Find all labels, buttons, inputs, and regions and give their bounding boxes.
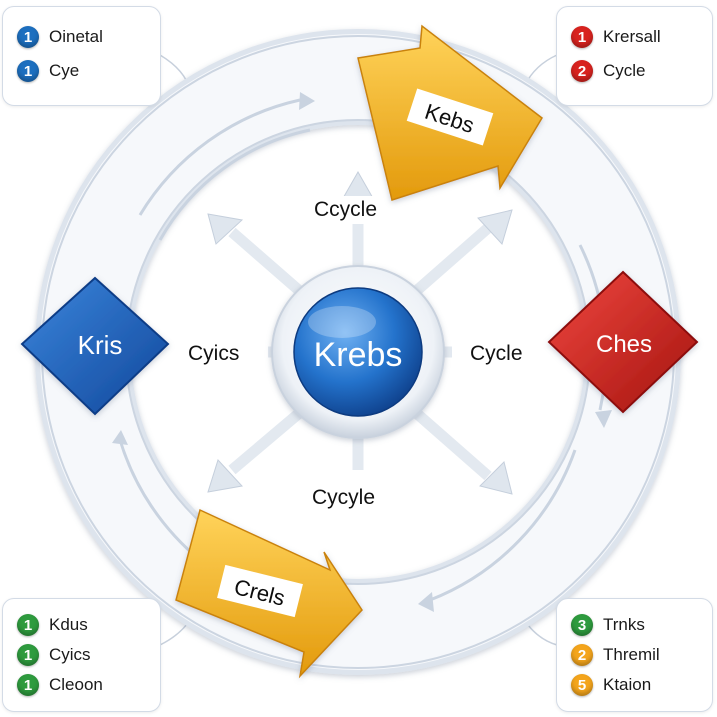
central-hub: Krebs [271, 265, 445, 439]
numbered-badge-icon: 5 [571, 674, 593, 696]
numbered-badge-icon: 1 [17, 644, 39, 666]
left-diamond-label: Kris [78, 330, 123, 360]
arrow-icon [479, 461, 513, 495]
legend-bottom-right: 3 Trnks 2 Thremil 5 Ktaion [556, 598, 713, 712]
numbered-badge-icon: 2 [571, 60, 593, 82]
legend-top-left: 1 Oinetal 1 Cye [2, 6, 161, 106]
numbered-badge-icon: 1 [17, 60, 39, 82]
ring-arrow-heads [112, 92, 612, 612]
legend-top-right: 1 Krersall 2 Cycle [556, 6, 713, 106]
legend-item: 2 Cycle [571, 57, 646, 85]
arrow-icon [477, 209, 513, 245]
arrow-icon [418, 592, 434, 612]
legend-item-label: Cleoon [49, 675, 103, 694]
spoke-label-top: Ccycle [310, 196, 382, 224]
left-diamond: Kris [20, 276, 170, 416]
arrow-icon [112, 430, 128, 445]
numbered-badge-icon: 1 [17, 674, 39, 696]
legend-item-label: Cye [49, 61, 80, 80]
right-diamond: Ches [547, 270, 699, 414]
numbered-badge-icon: 2 [571, 644, 593, 666]
arrow-icon [595, 410, 612, 428]
numbered-badge-icon: 1 [571, 26, 593, 48]
legend-item: 1 Krersall [571, 23, 661, 51]
legend-item-label: Trnks [603, 615, 645, 634]
legend-item: 1 Kdus [17, 611, 88, 639]
legend-item-label: Kdus [49, 615, 88, 634]
spoke-label-left: Cyics [184, 340, 244, 368]
arrow-icon [299, 92, 315, 110]
legend-item: 1 Oinetal [17, 23, 103, 51]
numbered-badge-icon: 3 [571, 614, 593, 636]
spoke-label-bottom: Cycyle [308, 484, 380, 512]
legend-item: 2 Thremil [571, 641, 660, 669]
legend-item: 1 Cleoon [17, 671, 103, 699]
legend-bottom-left: 1 Kdus 1 Cyics 1 Cleoon [2, 598, 161, 712]
legend-item: 3 Trnks [571, 611, 645, 639]
legend-item-label: Cyics [49, 645, 91, 664]
numbered-badge-icon: 1 [17, 26, 39, 48]
legend-item: 1 Cyics [17, 641, 91, 669]
legend-item-label: Krersall [603, 27, 661, 46]
bottom-ring-arrow: Crels [175, 508, 363, 679]
arrow-icon [207, 459, 243, 493]
top-ring-arrow: Kebs [357, 24, 543, 201]
legend-item-label: Ktaion [603, 675, 652, 694]
numbered-badge-icon: 1 [17, 614, 39, 636]
legend-item: 1 Cye [17, 57, 79, 85]
legend-item-label: Cycle [603, 61, 646, 80]
arrow-icon [207, 213, 244, 245]
spoke-label-right: Cycle [466, 340, 527, 368]
right-diamond-label: Ches [596, 331, 652, 358]
legend-item: 5 Ktaion [571, 671, 651, 699]
legend-item-label: Thremil [603, 645, 660, 664]
center-label: Krebs [314, 336, 403, 374]
legend-item-label: Oinetal [49, 27, 103, 46]
